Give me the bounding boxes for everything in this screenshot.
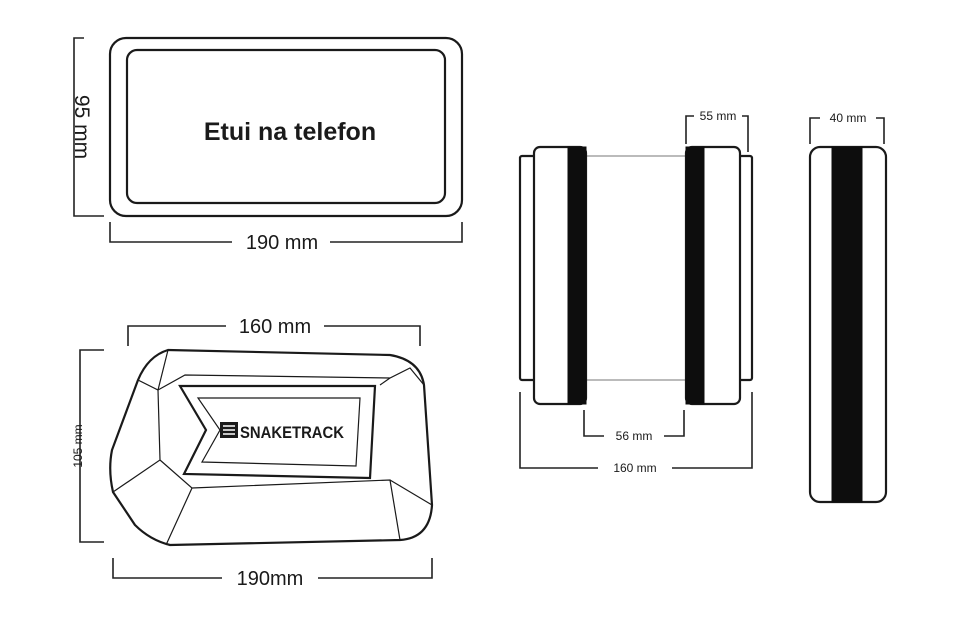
phone-between bbox=[585, 155, 687, 381]
snaketrack-logo: SNAKETRACK bbox=[220, 422, 345, 442]
body-bottom-dim-line bbox=[112, 558, 433, 579]
tracker-body-view: SNAKETRACK 160 mm 105 mm 190mm bbox=[71, 316, 434, 590]
body-facet-bottom bbox=[112, 389, 433, 546]
chevron-inner bbox=[196, 397, 361, 467]
end-pad-band bbox=[831, 146, 863, 503]
body-bottom-width-label: 190mm bbox=[237, 568, 304, 590]
end-view: 40 mm bbox=[808, 111, 888, 504]
side-gap-dim-line bbox=[583, 410, 685, 437]
left-pad-band bbox=[567, 146, 587, 405]
end-top-dim-line bbox=[809, 117, 885, 144]
phone-case-view: Etui na telefon 95 mm 190 mm bbox=[70, 36, 464, 254]
case-inner bbox=[125, 48, 447, 205]
right-pad-band bbox=[685, 146, 705, 405]
side-view: 55 mm 56 mm 160 mm bbox=[518, 109, 754, 475]
side-top-label: 55 mm bbox=[700, 109, 737, 123]
side-total-label: 160 mm bbox=[613, 461, 656, 475]
body-top-dim-line bbox=[127, 325, 421, 346]
case-width-label: 190 mm bbox=[246, 232, 318, 254]
side-total-dim-line bbox=[519, 392, 753, 469]
logo-text: SNAKETRACK bbox=[240, 423, 345, 442]
case-width-dim-line bbox=[109, 222, 463, 243]
case-label: Etui na telefon bbox=[204, 118, 376, 146]
body-height-label: 105 mm bbox=[71, 424, 85, 467]
body-top-width-label: 160 mm bbox=[239, 316, 311, 338]
end-top-label: 40 mm bbox=[830, 111, 867, 125]
chevron-outer bbox=[178, 384, 377, 480]
case-height-label: 95 mm bbox=[70, 95, 93, 159]
case-height-dim-line bbox=[73, 37, 104, 217]
side-top-dim-line bbox=[685, 115, 749, 152]
body-height-dim-line bbox=[79, 349, 104, 543]
side-gap-label: 56 mm bbox=[616, 429, 653, 443]
logo-stripes bbox=[223, 425, 235, 435]
